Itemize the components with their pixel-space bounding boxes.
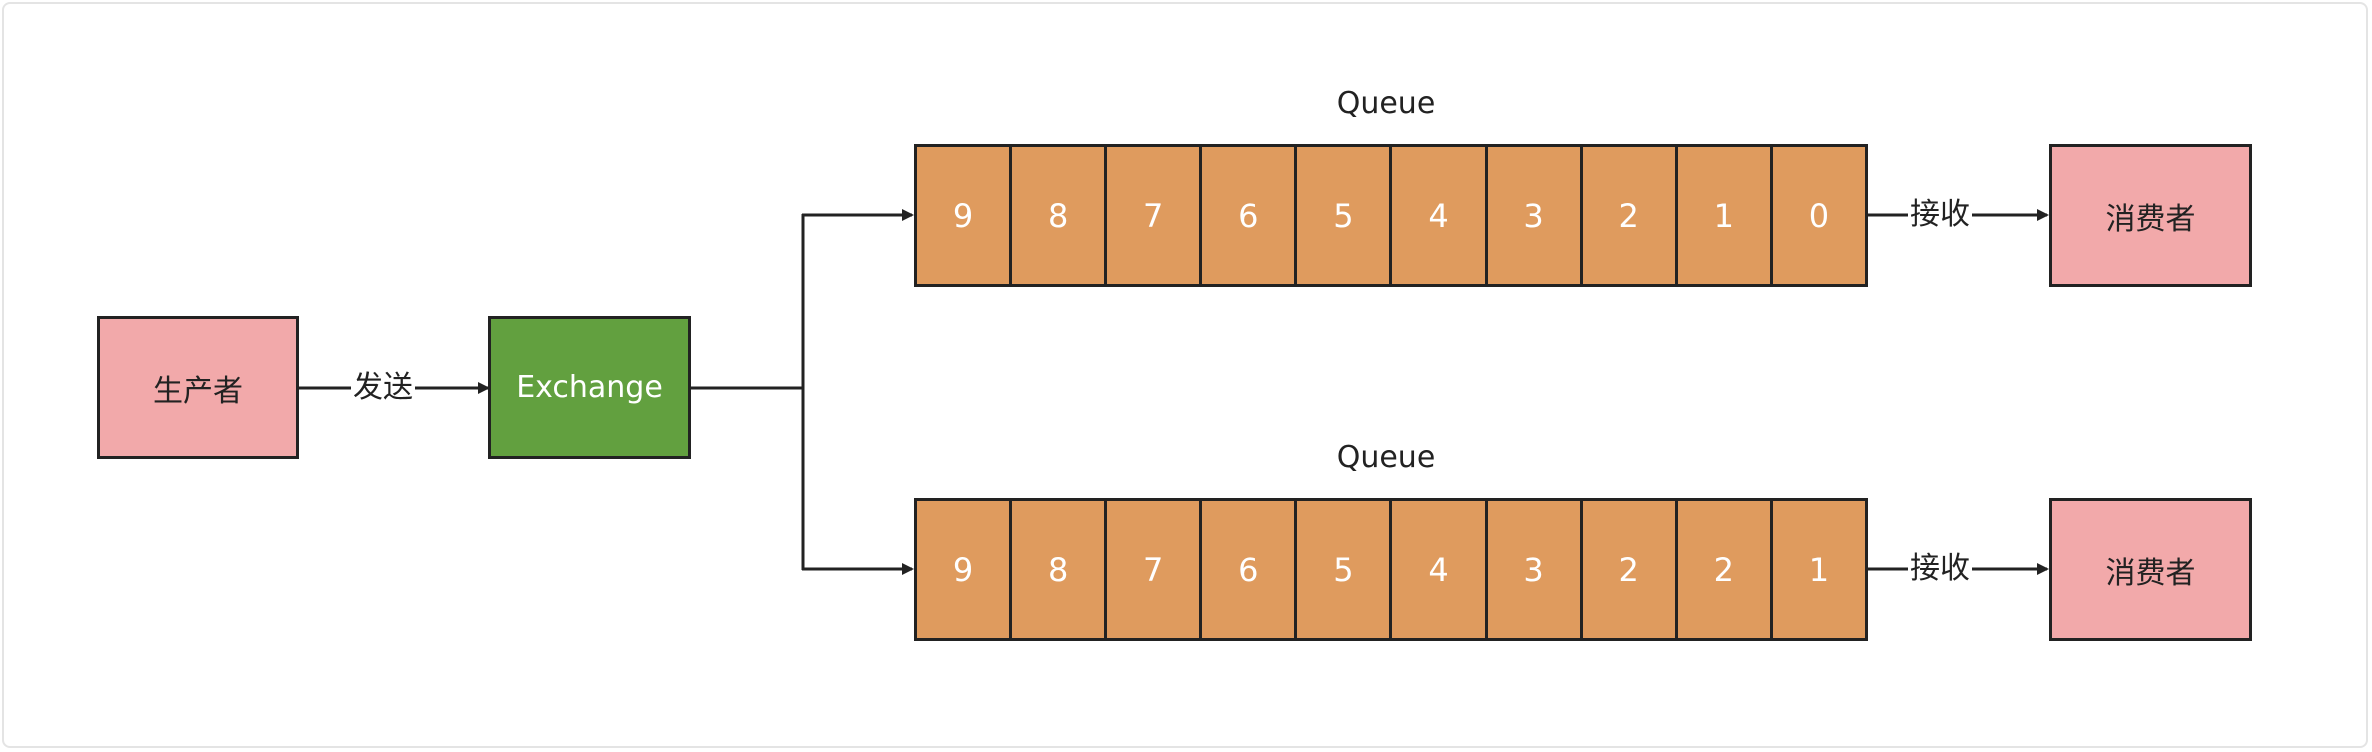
queue-2-cell: 4: [1389, 501, 1484, 638]
queue-2-cell: 2: [1579, 501, 1675, 638]
exchange-label: Exchange: [516, 370, 663, 405]
queue-1-cell: 8: [1009, 147, 1104, 284]
consumer-2-label: 消费者: [2105, 555, 2196, 591]
queue-1-cell: 5: [1294, 147, 1389, 284]
queue-1-receive-label: 接收: [1908, 197, 1972, 233]
queue-2-cell: 6: [1199, 501, 1294, 638]
queue-1-cell: 9: [952, 196, 974, 235]
queue-2-cell: 7: [1104, 501, 1199, 638]
queue-1-cell: 2: [1579, 147, 1675, 284]
producer-label: 生产者: [153, 373, 243, 409]
queue-2-cell: 8: [1009, 501, 1104, 638]
queue-2-cell: 2: [1674, 501, 1770, 638]
queue-1-cell: 4: [1389, 147, 1484, 284]
send-label: 发送: [351, 370, 415, 406]
producer-box: 生产者: [97, 316, 299, 459]
consumer-1-label: 消费者: [2105, 201, 2196, 237]
queue-2: 9 8 7 6 5 4 3 2 2 1: [914, 498, 1868, 641]
queue-1-cell: 7: [1104, 147, 1199, 284]
queue-2-cell: 9: [952, 550, 974, 589]
consumer-1-box: 消费者: [2049, 144, 2252, 287]
queue-2-receive-label: 接收: [1908, 551, 1972, 587]
exchange-box: Exchange: [488, 316, 691, 459]
queue-1-cell: 0: [1769, 147, 1865, 284]
queue-2-cell: 3: [1484, 501, 1580, 638]
queue-1-title: Queue: [1336, 86, 1436, 121]
queue-1-cell: 6: [1199, 147, 1294, 284]
queue-2-cell: 5: [1294, 501, 1389, 638]
queue-1: 9 8 7 6 5 4 3 2 1 0: [914, 144, 1868, 287]
queue-2-cell: 1: [1769, 501, 1865, 638]
consumer-2-box: 消费者: [2049, 498, 2252, 641]
queue-2-title: Queue: [1336, 440, 1436, 475]
queue-1-cell: 1: [1674, 147, 1770, 284]
queue-1-cell: 3: [1484, 147, 1580, 284]
